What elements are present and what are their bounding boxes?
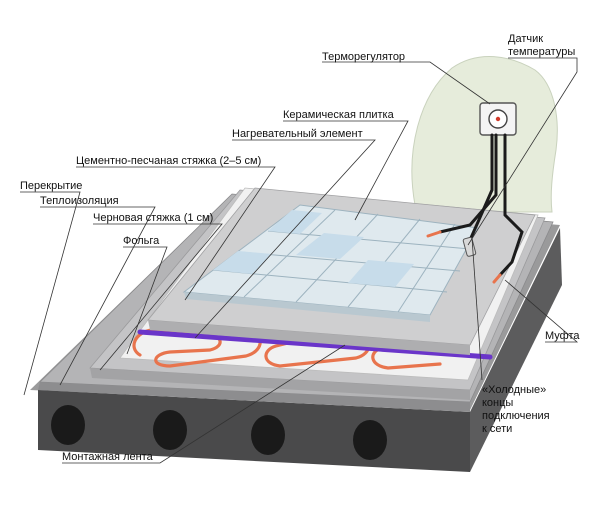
heating-lead (426, 230, 442, 238)
label-rough-screed: Черновая стяжка (1 см) (93, 212, 213, 224)
label-coupling: Муфта (545, 330, 580, 342)
label-slab: Перекрытие (20, 180, 82, 192)
leader-insulation (40, 206, 156, 386)
tile-layer (182, 204, 479, 322)
leader-cold-ends (471, 237, 483, 381)
leader-heating-element (194, 139, 376, 339)
tile-grid-line (239, 251, 461, 272)
label-mounting-tape: Монтажная лента (62, 451, 154, 463)
label-cold-ends-line1: «Холодные» (482, 384, 546, 396)
label-cold-ends-line3: подключения (482, 410, 550, 422)
label-sensor-line1: Датчик (508, 33, 543, 45)
label-sensor-line2: температуры (508, 46, 575, 58)
cold-lead-wire-2 (438, 133, 498, 234)
leader-sensor (467, 57, 578, 246)
leader-mounting-tape (62, 344, 346, 464)
tile-grid-line (243, 209, 336, 298)
label-cold-ends-line4: к сети (482, 423, 512, 435)
slab-holes (51, 405, 387, 460)
tile-blue (268, 210, 322, 234)
thermostat-dial-center (495, 116, 501, 122)
rough-screed-edge (90, 368, 470, 400)
leader-foil (123, 246, 168, 355)
leader-tile (283, 120, 409, 221)
slab-hole (51, 405, 85, 445)
coupling-lead (492, 273, 502, 284)
tile-grid-line (397, 223, 456, 313)
slab-side (470, 228, 562, 472)
label-insulation: Теплоизоляция (40, 195, 119, 207)
cement-screed-edge (148, 320, 470, 355)
leader-rough-screed (93, 223, 223, 371)
label-thermostat: Терморегулятор (322, 51, 405, 63)
leader-coupling (504, 279, 579, 343)
cold-lead-wire (498, 133, 524, 277)
label-cold-ends-line2: концы (482, 397, 513, 409)
tile-edge (184, 292, 430, 322)
insulation-edge (38, 382, 470, 412)
thermostat-device (479, 102, 517, 136)
leader-thermostat (322, 61, 491, 105)
label-tile: Керамическая плитка (283, 109, 395, 121)
leader-lines (20, 57, 579, 464)
tile-blue (348, 260, 414, 287)
label-foil: Фольга (123, 235, 160, 247)
label-cement-screed: Цементно-песчаная стяжка (2–5 см) (76, 155, 261, 167)
leader-cement-screed (76, 166, 276, 301)
leader-slab (20, 191, 81, 396)
tile-blue (213, 251, 272, 274)
tile-grid-line (267, 230, 471, 250)
slab-hole (251, 415, 285, 455)
slab-hole (153, 410, 187, 450)
label-heating-element: Нагревательный элемент (232, 128, 363, 140)
tile-blue (296, 233, 364, 259)
slab-hole (353, 420, 387, 460)
mounting-tape (137, 329, 493, 360)
